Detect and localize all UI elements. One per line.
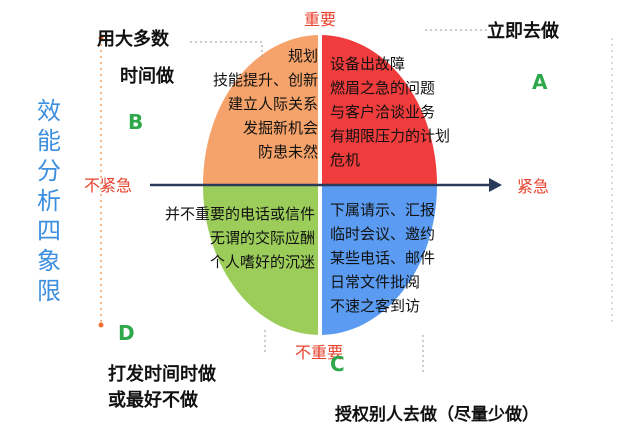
quadrant-d-heading-line2: 或最好不做	[108, 390, 198, 411]
axis-label-not-important: 不重要	[295, 343, 344, 362]
quadrant-a-items: 设备出故障燃眉之急的问题与客户洽谈业务有期限压力的计划危机	[330, 52, 450, 172]
vertical-title-char: 象	[37, 247, 61, 275]
vertical-title-char: 析	[37, 187, 61, 215]
left-dotted-bar-bottom-dot	[98, 322, 104, 328]
quadrant-c-item: 某些电话、邮件	[330, 249, 436, 267]
vertical-title-char: 四	[37, 217, 61, 245]
quadrant-a-letter: A	[532, 70, 548, 94]
quadrant-a-item: 与客户洽谈业务	[330, 103, 436, 121]
quadrant-c-item: 不速之客到访	[330, 297, 421, 315]
quadrant-c-letter: C	[330, 352, 345, 376]
quadrant-c-item: 临时会议、邀约	[330, 225, 436, 243]
quadrant-c-item: 下属请示、汇报	[330, 201, 436, 219]
quadrant-d-letter: D	[118, 321, 135, 345]
vertical-title-char: 限	[37, 277, 61, 305]
quadrant-d-heading-line1: 打发时间时做	[108, 364, 216, 385]
vertical-title: 效能分析四象限	[36, 96, 62, 306]
quadrant-b-heading-line1: 用大多数	[97, 29, 169, 50]
quadrant-b-items: 规划技能提升、创新建立人际关系发掘新机会防患未然	[180, 44, 318, 164]
quadrant-d-shape	[203, 185, 320, 335]
quadrant-d-item: 个人嗜好的沉迷	[209, 253, 315, 271]
quadrant-a-item: 燃眉之急的问题	[330, 79, 436, 97]
quadrant-b-shape	[203, 35, 320, 185]
quadrant-b-item: 发掘新机会	[242, 119, 318, 137]
axis-label-important: 重要	[304, 10, 337, 29]
quadrant-b-item: 建立人际关系	[227, 95, 318, 113]
vertical-title-char: 效	[37, 97, 61, 125]
quadrant-a-shape	[320, 35, 437, 185]
quadrant-b-item: 技能提升、创新	[212, 71, 318, 89]
axis-label-not-urgent: 不紧急	[84, 176, 133, 195]
quadrant-b-item: 防患未然	[257, 143, 318, 161]
quadrant-a-item: 有期限压力的计划	[330, 127, 451, 145]
leader-line-top-left	[190, 41, 263, 58]
quadrant-a-heading: 立即去做	[487, 21, 559, 42]
quadrant-b-letter: B	[128, 110, 144, 134]
quadrant-d-item: 无谓的交际应酬	[209, 229, 315, 247]
quadrant-c-shape	[320, 185, 437, 335]
quadrant-c-items: 下属请示、汇报临时会议、邀约某些电话、邮件日常文件批阅不速之客到访	[330, 198, 435, 318]
quadrant-b-item: 规划	[287, 47, 318, 65]
vertical-title-char: 分	[37, 157, 61, 185]
quadrant-c-heading: 授权别人去做（尽量少做）	[335, 405, 539, 425]
quadrant-b-heading-line2: 时间做	[120, 66, 174, 87]
quadrant-c-item: 日常文件批阅	[330, 273, 421, 291]
axis-arrow-head	[489, 178, 502, 192]
quadrant-d-item: 并不重要的电话或信件	[164, 205, 315, 223]
vertical-title-char: 能	[37, 127, 61, 155]
quadrant-a-item: 设备出故障	[330, 55, 406, 73]
quadrant-d-items: 并不重要的电话或信件无谓的交际应酬个人嗜好的沉迷	[120, 202, 315, 274]
quadrant-a-item: 危机	[330, 151, 361, 169]
axis-label-urgent: 紧急	[517, 177, 550, 196]
left-dotted-bar-top-dot	[98, 35, 104, 41]
